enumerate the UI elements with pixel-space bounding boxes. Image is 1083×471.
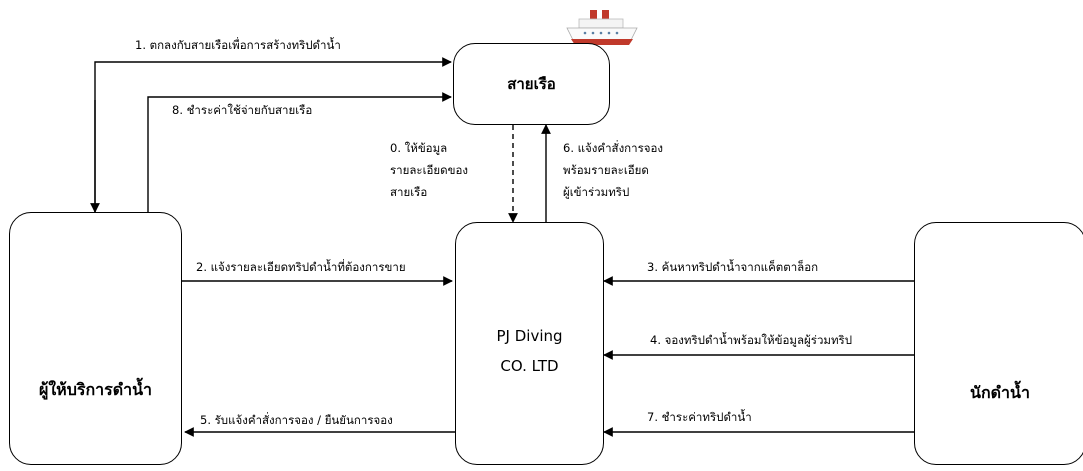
edge-6-label: 6. แจ้งคำสั่งการจอง พร้อมรายละเอียด ผู้เ… [563,137,663,203]
edge-4-label: 4. จองทริปดำน้ำพร้อมให้ข้อมูลผู้ร่วมทริป [650,333,853,347]
edge-2-label: 2. แจ้งรายละเอียดทริปดำน้ำที่ต้องการขาย [196,260,406,274]
cruise-ship-icon [566,10,638,45]
edge-8-arrow [147,92,452,213]
diver-box [914,222,1083,465]
boat-company-box [453,43,610,125]
edge-0-line-1: 0. ให้ข้อมูล [390,141,448,155]
pj-diving-line1: PJ Diving [496,327,563,345]
edge-6-line-3: ผู้เข้าร่วมทริป [563,185,630,199]
edge-1-label: 1. ตกลงกับสายเรือเพื่อการสร้างทริปดำน้ำ [135,38,341,52]
edge-6-line-1: 6. แจ้งคำสั่งการจอง [563,141,664,155]
edge-0-line-2: รายละเอียดของ [390,163,469,177]
edge-5-label: 5. รับแจ้งคำสั่งการจอง / ยืนยันการจอง [200,413,393,427]
edge-0-label: 0. ให้ข้อมูล รายละเอียดของ สายเรือ [390,137,468,203]
pj-diving-line2: CO. LTD [500,357,559,375]
provider-box [9,212,182,465]
pj-diving-label: PJ Diving CO. LTD [455,321,604,381]
boat-company-label: สายเรือ [507,75,556,93]
pj-diving-box [455,222,604,465]
provider-label: ผู้ให้บริการดำน้ำ [38,380,153,399]
edge-3-label: 3. ค้นหาทริปดำน้ำจากแค็ตตาล็อก [647,260,819,274]
edge-0-line-3: สายเรือ [390,185,428,199]
diver-label: นักดำน้ำ [970,383,1030,402]
edge-6-line-2: พร้อมรายละเอียด [563,163,649,177]
edge-7-label: 7. ชำระค่าทริปดำน้ำ [647,410,752,424]
edge-8-label: 8. ชำระค่าใช้จ่ายกับสายเรือ [172,103,313,117]
